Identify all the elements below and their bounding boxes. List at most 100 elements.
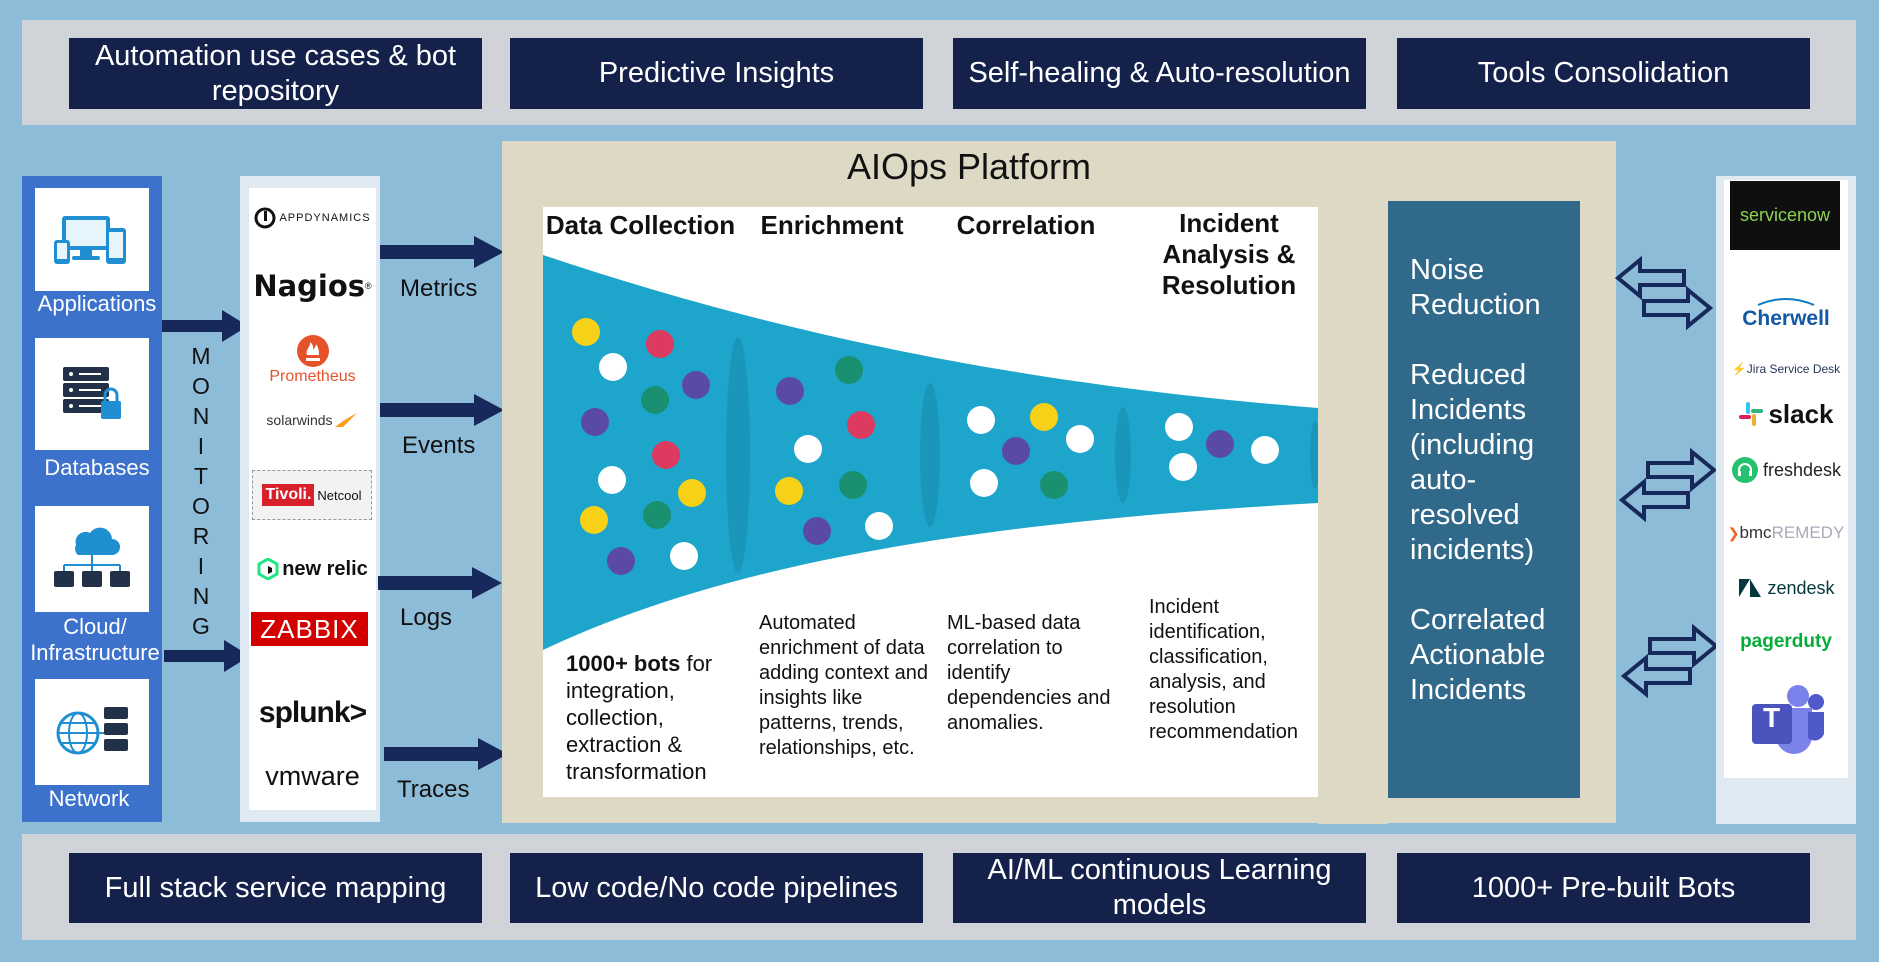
cloud-tile (35, 506, 149, 612)
tivoli-text: Tivoli. (262, 484, 315, 506)
splunk-logo: splunk> (249, 692, 376, 734)
data-dot (678, 479, 706, 507)
data-dot (835, 356, 863, 384)
data-dot (670, 542, 698, 570)
cherwell-text: Cherwell (1742, 307, 1830, 330)
data-dot (572, 318, 600, 346)
data-dot (839, 471, 867, 499)
servicenow-logo: servicenow (1730, 181, 1840, 250)
funnel-dots (572, 318, 1279, 575)
freshdesk-logo: freshdesk (1726, 452, 1846, 488)
source-arrow-lower (164, 640, 250, 672)
cherwell-swoosh-icon (1757, 298, 1815, 306)
feature-service-mapping: Full stack service mapping (69, 853, 482, 923)
data-dot (598, 466, 626, 494)
monitoring-letter: T (193, 463, 209, 489)
newrelic-text: new relic (282, 557, 368, 580)
metrics-label: Metrics (400, 275, 478, 302)
jira-text: Jira Service Desk (1746, 362, 1841, 376)
teams-letter: T (1763, 702, 1781, 733)
source-arrow-upper (162, 310, 248, 342)
monitoring-letter: O (192, 373, 210, 399)
data-dot (1066, 425, 1094, 453)
netcool-text: Netcool (317, 487, 362, 503)
newrelic-logo: new relic (249, 552, 376, 586)
bidirectional-arrow-middle (1618, 447, 1718, 523)
newrelic-hexagon-icon (257, 558, 279, 580)
freshdesk-headset-icon (1731, 457, 1758, 483)
freshdesk-text: freshdesk (1762, 459, 1842, 480)
stage-data-collection-desc: 1000+ bots for integration, collection, … (566, 650, 736, 785)
vmware-text: vmware (265, 760, 360, 791)
zendesk-text: zendesk (1767, 577, 1835, 598)
zabbix-logo: ZABBIX (251, 612, 368, 646)
feature-self-healing: Self-healing & Auto-resolution (953, 38, 1366, 109)
traces-arrow (384, 738, 508, 770)
data-dot (646, 330, 674, 358)
data-dot (682, 371, 710, 399)
logs-label: Logs (400, 604, 453, 631)
zendesk-z-icon (1739, 579, 1762, 597)
microsoft-teams-icon (1752, 685, 1824, 754)
outcome-noise-reduction: Noise Reduction (1410, 254, 1541, 321)
databases-tile (35, 338, 149, 450)
feature-predictive-insights: Predictive Insights (510, 38, 923, 109)
stage-enrichment-title: Enrichment (760, 210, 904, 240)
feature-tools-consolidation: Tools Consolidation (1397, 38, 1810, 109)
funnel-graphic (543, 255, 1318, 650)
data-dot (1206, 430, 1234, 458)
events-arrow (380, 394, 504, 426)
tivoli-logo: Tivoli. Netcool (252, 470, 372, 520)
stage-incident-analysis-desc: Incident identification, classification,… (1149, 596, 1298, 743)
database-server-icon (63, 367, 121, 419)
remedy-text: REMEDY (1771, 523, 1845, 542)
source-applications-label: Applications (37, 291, 157, 316)
feature-aiml-models: AI/ML continuous Learning models (953, 853, 1366, 923)
slack-hash-icon (1739, 402, 1764, 426)
stage-correlation-title: Correlation (956, 210, 1096, 240)
data-dot (1169, 453, 1197, 481)
registered-mark: ® (365, 281, 372, 291)
servicenow-text: servicenow (1739, 205, 1831, 225)
bmc-remedy-logo: ❯ bmc REMEDY (1726, 518, 1846, 548)
data-dot (847, 411, 875, 439)
bmc-text: bmc (1739, 523, 1772, 542)
data-dot (607, 547, 635, 575)
nagios-text: Nagios (253, 269, 366, 303)
stage-enrichment-desc: Automated enrichment of data adding cont… (759, 612, 929, 759)
appdynamics-logo: APPDYNAMICS (249, 200, 376, 236)
data-dot (580, 506, 608, 534)
bidirectional-arrow-bottom (1620, 623, 1720, 699)
feature-low-code-pipelines: Low code/No code pipelines (510, 853, 923, 923)
data-dot (865, 512, 893, 540)
monitoring-letter: N (192, 583, 210, 609)
slack-text: slack (1768, 398, 1834, 429)
source-cloud-infrastructure-label: Cloud/ Infrastructure (30, 614, 160, 665)
monitoring-letter: N (192, 403, 210, 429)
bots-count: 1000+ bots (566, 651, 681, 676)
data-dot (794, 435, 822, 463)
source-databases-label: Databases (44, 455, 150, 480)
data-dot (1251, 436, 1279, 464)
stage-correlation-desc: ML-based data correlation to identify de… (947, 612, 1111, 734)
metrics-arrow (380, 236, 504, 268)
prometheus-flame-icon (296, 335, 329, 367)
data-dot (1165, 413, 1193, 441)
globe-network-icon (56, 707, 128, 755)
appdynamics-icon (254, 207, 276, 229)
cherwell-logo: Cherwell (1726, 288, 1846, 340)
data-dot (967, 406, 995, 434)
appdynamics-text: APPDYNAMICS (279, 212, 371, 224)
network-tile (35, 679, 149, 785)
outcome-reduced-incidents: Reduced Incidents (including auto-resolv… (1410, 359, 1535, 566)
bidirectional-arrow-top (1614, 255, 1714, 331)
data-dot (776, 377, 804, 405)
zendesk-logo: zendesk (1726, 570, 1846, 606)
data-dot (970, 469, 998, 497)
logs-arrow (378, 567, 502, 599)
nagios-logo: Nagios® (249, 266, 376, 306)
jira-logo: ⚡ Jira Service Desk (1726, 358, 1846, 380)
data-dot (652, 441, 680, 469)
monitoring-letter: R (192, 523, 210, 549)
monitoring-letter: O (192, 493, 210, 519)
